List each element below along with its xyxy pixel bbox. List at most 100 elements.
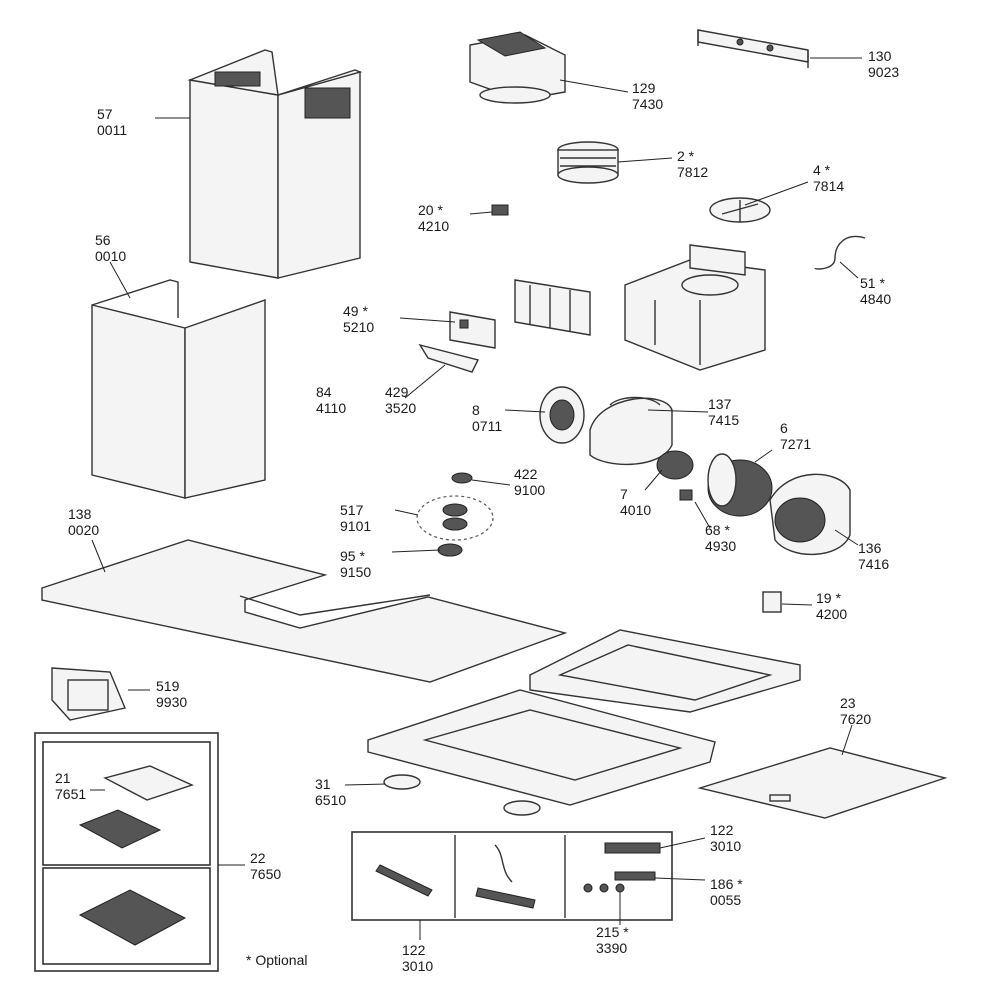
- ref-138: 138: [68, 506, 92, 522]
- label-19: 19 *4200: [816, 590, 847, 622]
- bracket-assembly: [51, 667, 126, 721]
- motor-ring: [539, 386, 585, 444]
- code-5210: 5210: [343, 319, 375, 335]
- hood-panel: [41, 539, 568, 683]
- blower-wheel: [707, 453, 773, 517]
- switch-module: [449, 311, 496, 349]
- ref-422: 422: [514, 466, 538, 482]
- blower-scroll-rear: [769, 473, 851, 556]
- small-clip: [491, 204, 509, 216]
- upper-chimney-cover: [187, 49, 363, 279]
- ref-8: 8: [472, 402, 480, 418]
- code-0711: 0711: [472, 418, 503, 434]
- ref-137: 137: [708, 396, 732, 412]
- ref-7: 7: [620, 486, 628, 502]
- ref-49: 49 *: [343, 303, 368, 319]
- motor: [656, 450, 694, 480]
- code-3520: 3520: [385, 400, 417, 416]
- control-board: [514, 279, 591, 336]
- ref-215: 215 *: [596, 924, 629, 940]
- ref-186: 186 *: [710, 876, 743, 892]
- grease-filter: [697, 747, 948, 819]
- code-7416: 7416: [858, 556, 890, 572]
- code-7650: 7650: [250, 866, 282, 882]
- ref-95: 95 *: [340, 548, 365, 564]
- ref-2: 2 *: [677, 148, 695, 164]
- ref-136: 136: [858, 540, 882, 556]
- ref-56: 56: [95, 232, 111, 248]
- code-9930: 9930: [156, 694, 188, 710]
- light-socket-assembly: [416, 472, 494, 557]
- label-51: 51 *4840: [860, 275, 891, 307]
- leader-lines: [90, 57, 862, 940]
- ref-122-top: 122: [710, 822, 734, 838]
- code-9100: 9100: [514, 482, 546, 498]
- ref-19: 19 *: [816, 590, 841, 606]
- capacitor: [762, 591, 782, 613]
- ref-4: 4 *: [813, 162, 831, 178]
- code-7620: 7620: [840, 711, 872, 727]
- code-4200: 4200: [816, 606, 848, 622]
- label-20: 20 *4210: [418, 202, 449, 234]
- code-0055: 0055: [710, 892, 742, 908]
- label-68: 68 *4930: [705, 522, 736, 554]
- ref-68: 68 *: [705, 522, 730, 538]
- code-0011: 0011: [97, 122, 128, 138]
- ref-20: 20 *: [418, 202, 443, 218]
- blower-scroll-front: [589, 396, 673, 466]
- blower-housing: [624, 244, 766, 371]
- code-4010: 4010: [620, 502, 652, 518]
- code-4110: 4110: [316, 400, 347, 416]
- ref-21: 21: [55, 770, 71, 786]
- ref-129: 129: [632, 80, 656, 96]
- filter-frame: [529, 629, 801, 713]
- code-4210: 4210: [418, 218, 450, 234]
- code-9150: 9150: [340, 564, 372, 580]
- code-3010-bottom: 3010: [402, 958, 434, 974]
- code-7814: 7814: [813, 178, 845, 194]
- code-9101: 9101: [340, 518, 372, 534]
- optional-note: * Optional: [246, 952, 308, 968]
- code-0020: 0020: [68, 522, 100, 538]
- capacitor-clip: [679, 489, 693, 501]
- control-panel-part: [418, 343, 480, 373]
- power-cable: [814, 235, 866, 270]
- label-2: 2 *7812: [677, 148, 708, 180]
- code-4930: 4930: [705, 538, 737, 554]
- code-4840: 4840: [860, 291, 892, 307]
- mounting-bracket: [697, 29, 809, 68]
- label-95: 95 *9150: [340, 548, 371, 580]
- ref-22: 22: [250, 850, 266, 866]
- ref-84: 84: [316, 384, 332, 400]
- ref-6: 6: [780, 420, 788, 436]
- ref-57: 57: [97, 106, 113, 122]
- ref-519: 519: [156, 678, 180, 694]
- code-7430: 7430: [632, 96, 664, 112]
- code-7651: 7651: [55, 786, 87, 802]
- code-6510: 6510: [315, 792, 347, 808]
- ref-122-bottom: 122: [402, 942, 426, 958]
- ref-517: 517: [340, 502, 364, 518]
- duct-ring: [557, 141, 619, 184]
- damper-disc: [709, 197, 771, 223]
- code-7415: 7415: [708, 412, 740, 428]
- code-0010: 0010: [95, 248, 127, 264]
- code-7812: 7812: [677, 164, 709, 180]
- label-186: 186 *0055: [710, 876, 743, 908]
